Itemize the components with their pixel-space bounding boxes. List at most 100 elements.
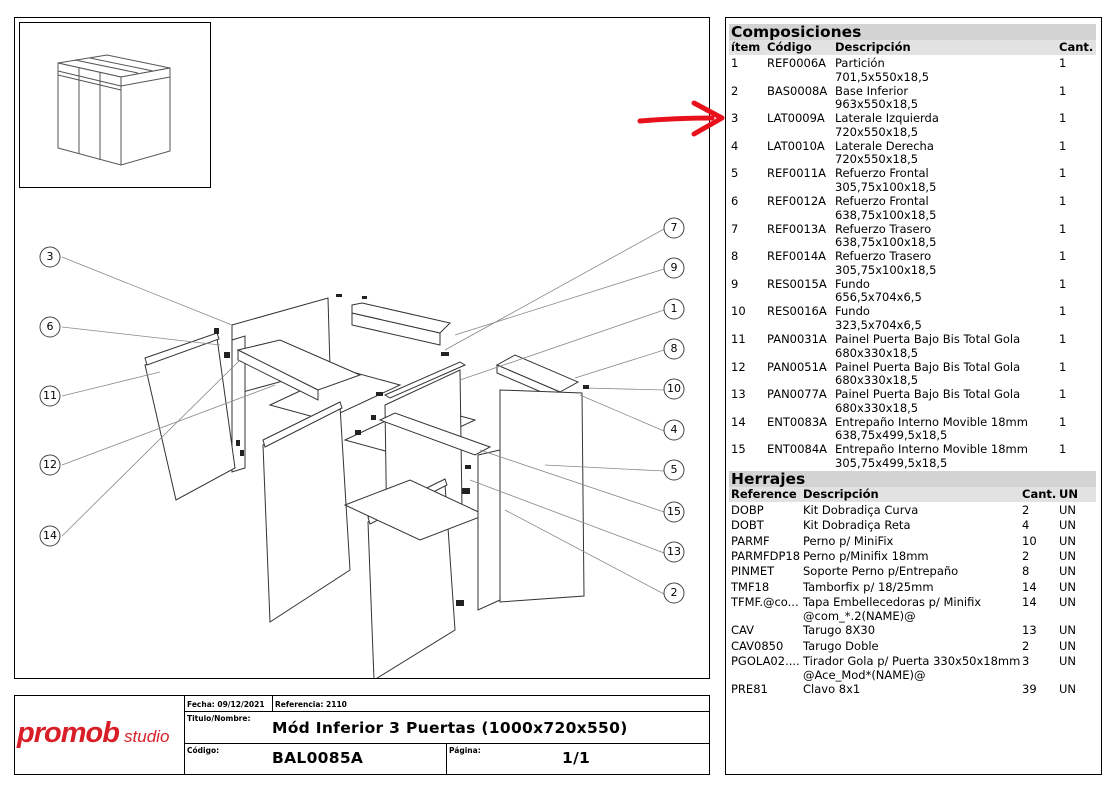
row-un: UN <box>1059 623 1077 638</box>
exploded-view-drawing <box>61 228 665 678</box>
row-item: 14 <box>731 414 746 429</box>
row-codigo: RES0016A <box>767 304 827 319</box>
row-ref: DOBT <box>731 518 764 533</box>
row-item: 15 <box>731 442 746 457</box>
row-desc-extra: @Ace_Mod*(NAME)@ <box>803 667 926 682</box>
row-dimensions: 305,75x100x18,5 <box>835 262 937 277</box>
row-cant: 1 <box>1059 249 1067 264</box>
row-dimensions: 638,75x100x18,5 <box>835 235 937 250</box>
row-cant: 1 <box>1059 166 1067 181</box>
row-cant: 14 <box>1022 594 1037 609</box>
row-desc: Entrepaño Interno Movible 18mm <box>835 414 1028 429</box>
row-dimensions: 680x330x18,5 <box>835 345 919 360</box>
row-codigo: LAT0009A <box>767 111 825 126</box>
row-codigo: REF0013A <box>767 221 827 236</box>
row-item: 11 <box>731 332 746 346</box>
title-block-frame <box>14 695 710 775</box>
callout-13: 13 <box>667 545 681 558</box>
composiciones-header: ítem Código Descripción Cant. <box>729 40 1096 55</box>
row-desc-extra: @com_*.2(NAME)@ <box>803 608 916 623</box>
row-desc: Perno p/ MiniFix <box>803 533 894 548</box>
row-cant: 14 <box>1022 579 1037 594</box>
row-dimensions: 720x550x18,5 <box>835 124 919 139</box>
row-desc: Soporte Perno p/Entrepaño <box>803 564 959 579</box>
callout-10: 10 <box>667 382 681 395</box>
row-desc: Entrepaño Interno Movible 18mm <box>835 442 1028 457</box>
row-codigo: PAN0051A <box>767 359 827 374</box>
row-cant: 2 <box>1022 503 1030 517</box>
callout-15: 15 <box>667 505 681 518</box>
row-cant: 13 <box>1022 623 1037 638</box>
row-desc: Partición <box>835 56 885 70</box>
row-desc: Painel Puerta Bajo Bis Total Gola <box>835 332 1021 346</box>
callout-12: 12 <box>43 458 57 471</box>
row-cant: 4 <box>1022 518 1030 533</box>
callout-9: 9 <box>670 261 678 274</box>
callout-11: 11 <box>43 389 57 402</box>
herrajes-title: Herrajes <box>729 471 1096 488</box>
row-un: UN <box>1059 548 1077 563</box>
codigo-value: BAL0085A <box>272 749 364 767</box>
row-item: 12 <box>731 359 746 374</box>
row-desc: Refuerzo Trasero <box>835 221 932 236</box>
row-cant: 39 <box>1022 682 1037 697</box>
row-desc: Tarugo 8X30 <box>803 623 876 638</box>
row-codigo: RES0015A <box>767 276 827 291</box>
row-dimensions: 305,75x100x18,5 <box>835 179 937 194</box>
row-cant: 1 <box>1059 332 1067 346</box>
herrajes-header: Reference Descripción Cant. UN <box>729 487 1096 502</box>
callout-6: 6 <box>46 320 54 333</box>
logo-sub: studio <box>124 727 170 746</box>
row-desc: Refuerzo Trasero <box>835 249 932 264</box>
row-codigo: REF0012A <box>767 194 827 208</box>
row-item: 7 <box>731 221 739 236</box>
row-cant: 1 <box>1059 194 1067 208</box>
row-item: 5 <box>731 166 739 181</box>
col-cant: Cant. <box>1059 40 1094 54</box>
row-dimensions: 720x550x18,5 <box>835 152 919 167</box>
row-desc: Fundo <box>835 304 870 319</box>
row-codigo: LAT0010A <box>767 138 825 153</box>
row-codigo: PAN0077A <box>767 387 827 402</box>
row-item: 6 <box>731 194 739 208</box>
row-ref: PINMET <box>731 564 775 579</box>
col-h-cant: Cant. <box>1022 487 1057 501</box>
row-ref: PRE81 <box>731 682 768 697</box>
row-desc: Refuerzo Frontal <box>835 194 929 208</box>
cabinet-thumbnail <box>57 54 171 166</box>
callout-1: 1 <box>670 302 678 315</box>
row-desc: Perno p/Minifix 18mm <box>803 548 929 563</box>
row-item: 13 <box>731 387 746 402</box>
fecha-label: Fecha: 09/12/2021 <box>187 700 265 709</box>
logo-main: promob <box>17 717 120 749</box>
callout-8: 8 <box>670 342 678 355</box>
row-cant: 2 <box>1022 548 1030 563</box>
row-cant: 2 <box>1022 638 1030 653</box>
red-arrow-icon <box>637 100 725 137</box>
row-desc: Tarugo Doble <box>803 638 879 653</box>
row-cant: 1 <box>1059 83 1067 98</box>
row-cant: 1 <box>1059 111 1067 126</box>
right-callouts <box>663 217 685 604</box>
row-dimensions: 656,5x704x6,5 <box>835 290 922 305</box>
row-dimensions: 963x550x18,5 <box>835 97 919 112</box>
promob-logo: promob studio <box>17 717 169 750</box>
row-un: UN <box>1059 564 1077 579</box>
row-un: UN <box>1059 638 1077 653</box>
pagina-value: 1/1 <box>562 749 591 767</box>
row-cant: 1 <box>1059 442 1067 457</box>
composiciones-title: Composiciones <box>729 24 1096 41</box>
row-un: UN <box>1059 533 1077 548</box>
col-reference: Reference <box>731 487 797 501</box>
pagina-label: Página: <box>449 746 481 755</box>
